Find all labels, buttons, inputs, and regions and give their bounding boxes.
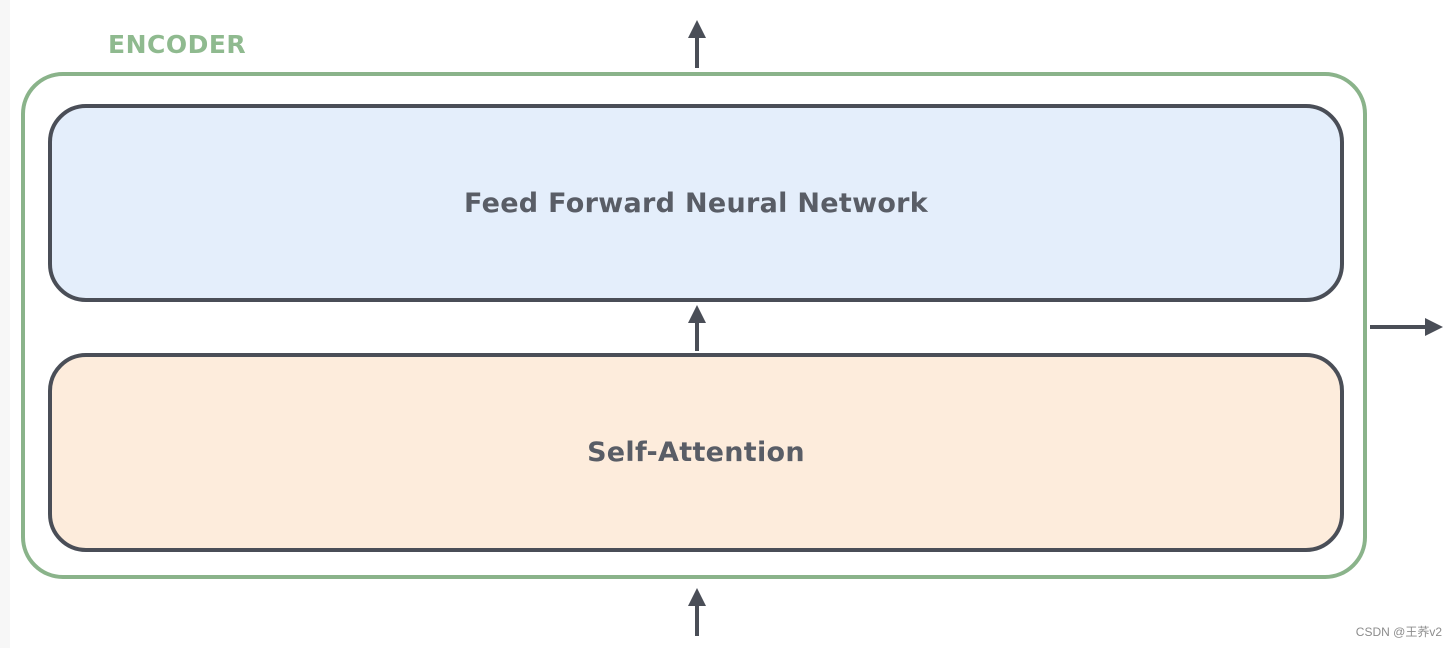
feed-forward-layer: Feed Forward Neural Network [48, 104, 1344, 302]
self-attention-layer: Self-Attention [48, 353, 1344, 552]
internal-up-arrow-icon [688, 305, 706, 351]
output-up-arrow-icon [688, 20, 706, 68]
left-margin-strip [0, 0, 10, 648]
watermark: CSDN @王荞v2 [1355, 625, 1442, 639]
self-attention-label: Self-Attention [587, 437, 805, 468]
feed-forward-label: Feed Forward Neural Network [463, 187, 929, 219]
encoder-title: ENCODER [108, 30, 247, 59]
input-up-arrow-icon [688, 588, 706, 636]
side-right-arrow-icon [1370, 318, 1443, 336]
